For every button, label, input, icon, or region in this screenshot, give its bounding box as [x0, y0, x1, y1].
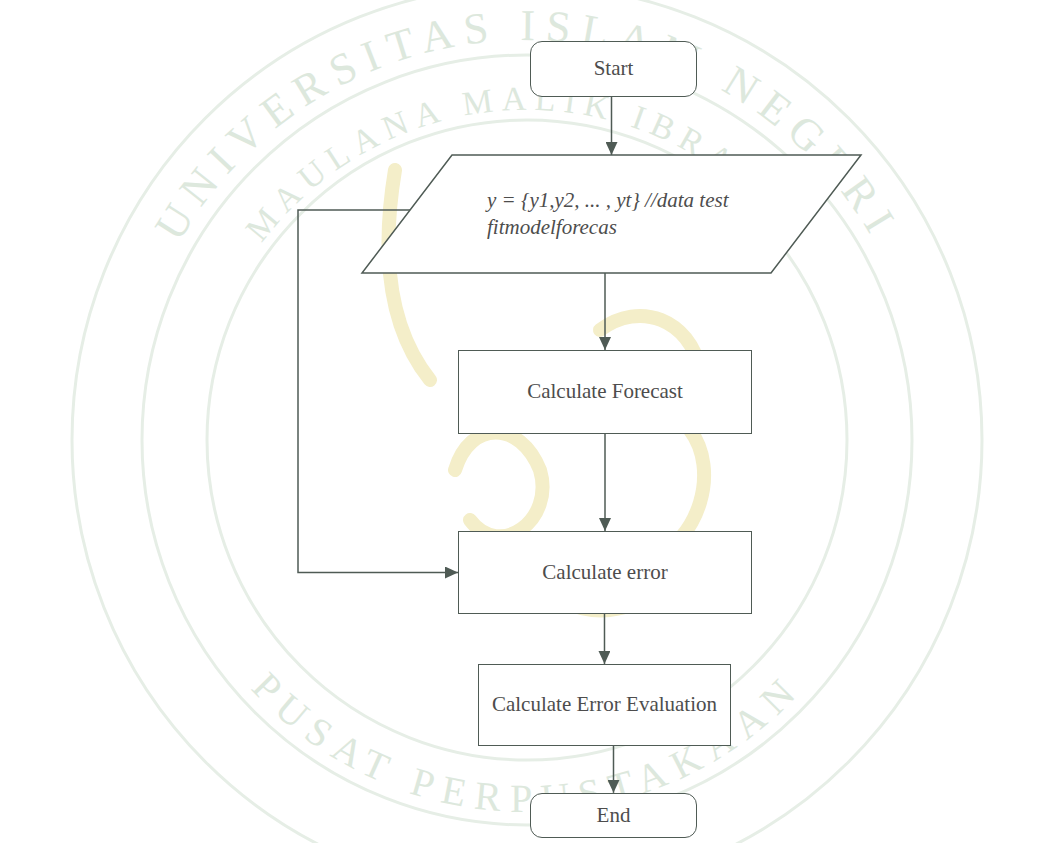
- end-terminal: End: [530, 793, 697, 838]
- node-text: End: [597, 802, 631, 829]
- flow-arrow: [604, 273, 606, 350]
- flow-arrow: [611, 97, 613, 155]
- node-text: Calculate error: [542, 559, 667, 586]
- process-box: Calculate error: [458, 531, 752, 614]
- watermark-text: PUSAT PERPUSTAKAAN: [244, 663, 811, 821]
- flow-arrow: [613, 746, 615, 793]
- node-text: Calculate Forecast: [527, 378, 683, 405]
- flow-arrow: [604, 434, 606, 531]
- flow-arrow: [604, 614, 606, 664]
- emblem-outline: [72, 0, 982, 843]
- node-text: y = {y1,y2, ... , yt} //data test fitmod…: [487, 187, 787, 242]
- parallelogram-outline: [362, 155, 861, 273]
- input-parallelogram: y = {y1,y2, ... , yt} //data test fitmod…: [362, 155, 861, 273]
- process-box: Calculate Error Evaluation: [478, 664, 731, 746]
- node-text: Start: [594, 55, 634, 82]
- start-terminal: Start: [530, 41, 697, 97]
- process-box: Calculate Forecast: [458, 350, 752, 434]
- node-text: Calculate Error Evaluation: [492, 691, 717, 718]
